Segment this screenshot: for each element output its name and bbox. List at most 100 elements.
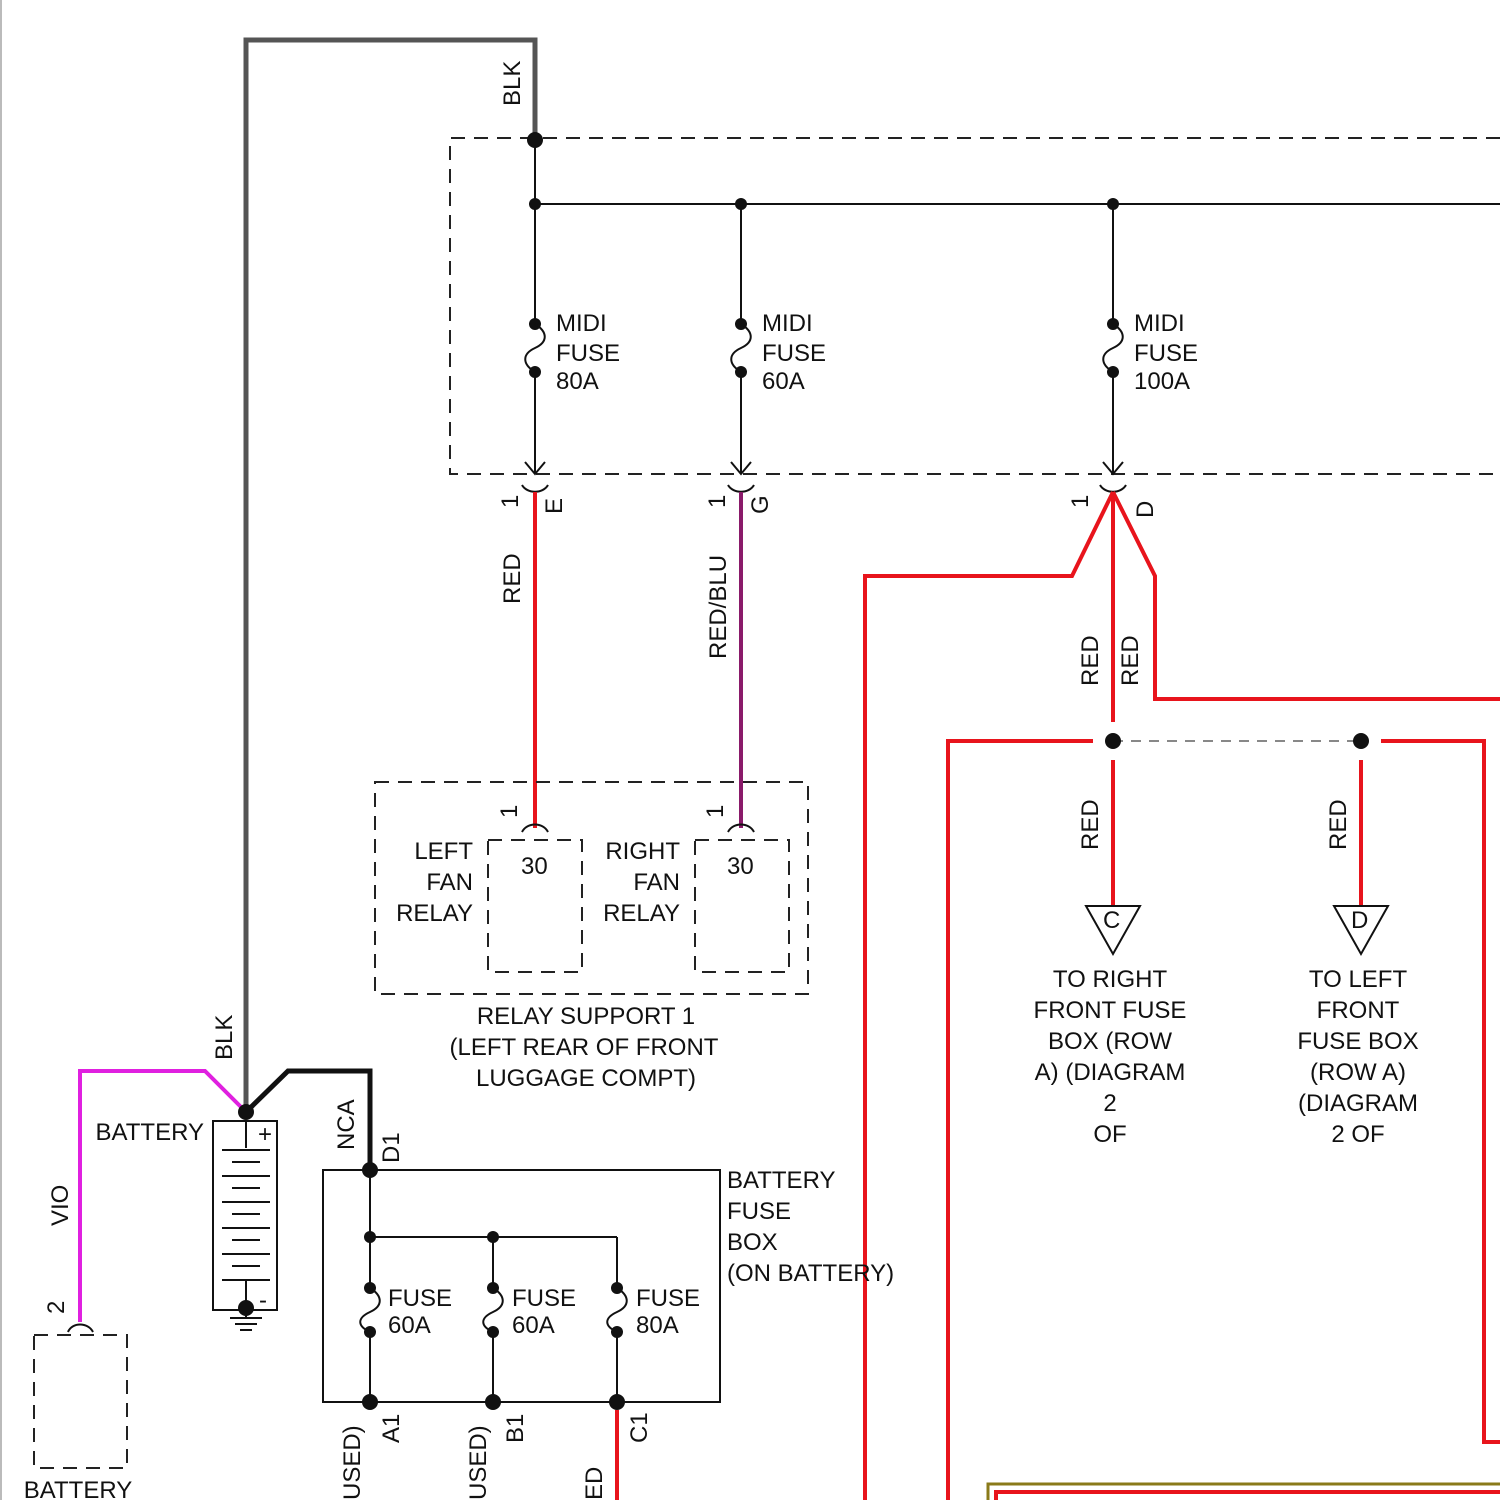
relay-label-line: RELAY (396, 900, 473, 927)
battery-fuse-60a-2: FUSE 60A (483, 1237, 576, 1402)
splice-dot (1105, 733, 1121, 749)
relay-support-label: (LEFT REAR OF FRONT (450, 1034, 719, 1061)
wire-vio (80, 1071, 246, 1322)
midi-fuse-100a: MIDI FUSE 100A (1100, 204, 1198, 492)
wire-blk-main (246, 40, 535, 1112)
battery-fuse-box-label: BOX (727, 1229, 778, 1256)
battery-minus: - (259, 1287, 267, 1314)
connector-text-line: 2 OF (1331, 1121, 1384, 1148)
fuse-label-line: 80A (556, 368, 599, 395)
wire-label-red: RED (1077, 799, 1104, 850)
fuse-label-line: MIDI (1134, 310, 1185, 337)
midi-fuse-80a: MIDI FUSE 80A (522, 204, 620, 492)
connector-text-line: 2 (1103, 1090, 1116, 1117)
fuse-label-line: FUSE (512, 1285, 576, 1312)
wire-label-blk-bottom: BLK (211, 1015, 238, 1060)
cut-label: USED) (465, 1425, 492, 1500)
terminal-a1 (362, 1394, 378, 1410)
connector-d: D TO LEFT FRONT FUSE BOX (ROW A) (DIAGRA… (1297, 906, 1418, 1148)
relay-label-line: FAN (633, 869, 680, 896)
fuse-label-line: FUSE (388, 1285, 452, 1312)
fuse-label-line: MIDI (762, 310, 813, 337)
fuse-label-line: 100A (1134, 368, 1190, 395)
connector-c: C TO RIGHT FRONT FUSE BOX (ROW A) (DIAGR… (1034, 906, 1187, 1148)
fuse-label-line: FUSE (636, 1285, 700, 1312)
relay-label-line: RIGHT (605, 838, 680, 865)
pin-label: G (747, 495, 774, 514)
relay-support-label: LUGGAGE COMPT) (476, 1065, 696, 1092)
pin-label: 1 (704, 495, 731, 508)
terminal-c1 (609, 1394, 625, 1410)
pin-label: B1 (502, 1414, 529, 1443)
pin-label: E (541, 498, 568, 514)
relay-label-line: RELAY (603, 900, 680, 927)
wire-red-left-branch (865, 492, 1113, 1500)
cut-label: USED) (339, 1425, 366, 1500)
battery-fuse-80a: FUSE 80A (607, 1237, 700, 1402)
pin-label: 1 (1067, 495, 1094, 508)
fuse-label-line: 60A (762, 368, 805, 395)
battery-label: BATTERY (96, 1119, 204, 1146)
battery-fuse-box-label: FUSE (727, 1198, 791, 1225)
relay-pin-number: 1 (496, 805, 523, 818)
battery-fuse-box-label: (ON BATTERY) (727, 1260, 894, 1287)
midi-fuse-box-outline (450, 138, 1500, 474)
terminal-b1 (485, 1394, 501, 1410)
connector-letter: D (1351, 907, 1368, 934)
wire-label-blk-top: BLK (499, 61, 526, 106)
wire-label-red: RED (1077, 635, 1104, 686)
relay-support-label: RELAY SUPPORT 1 (477, 1003, 695, 1030)
battery-fuse-box-label: BATTERY (727, 1167, 835, 1194)
connector-text-line: FUSE BOX (1297, 1028, 1418, 1055)
pin-label: C1 (626, 1412, 653, 1443)
connector-text-line: (DIAGRAM (1298, 1090, 1418, 1117)
battery-plus: + (258, 1121, 272, 1148)
pin-label: 1 (497, 495, 524, 508)
battery-positive-node (238, 1104, 254, 1120)
battery-connector-label: BATTERY (24, 1477, 132, 1500)
pin-label: A1 (378, 1414, 405, 1443)
wire-label-red-blu: RED/BLU (705, 555, 732, 659)
battery-symbol: BATTERY + - (96, 1119, 277, 1330)
relay-terminal: 30 (521, 853, 548, 880)
battery-connector: 2 BATTERY (24, 1301, 132, 1500)
wire-label-vio: VIO (47, 1185, 74, 1226)
relay-label-line: FAN (426, 869, 473, 896)
wire-label-red: RED (499, 553, 526, 604)
pin-label: D1 (378, 1132, 405, 1163)
fuse-label-line: FUSE (1134, 340, 1198, 367)
wire-label-red: RED (1117, 635, 1144, 686)
connector-text-line: BOX (ROW (1048, 1028, 1172, 1055)
battery-fuse-60a-1: FUSE 60A (360, 1237, 452, 1402)
connector-letter: C (1103, 907, 1120, 934)
fuse-label-line: 60A (512, 1312, 555, 1339)
cut-label: ED (581, 1467, 608, 1500)
fuse-label-line: FUSE (556, 340, 620, 367)
midi-fuse-60a: MIDI FUSE 60A (728, 204, 826, 492)
wire-red-outer-left (948, 741, 1093, 1500)
connector-text-line: FRONT (1317, 997, 1400, 1024)
connector-text-line: TO LEFT (1309, 966, 1408, 993)
connector-pin: 2 (43, 1301, 70, 1314)
relay-terminal: 30 (727, 853, 754, 880)
connector-text-line: A) (DIAGRAM (1035, 1059, 1186, 1086)
fuse-label-line: MIDI (556, 310, 607, 337)
connector-text-line: (ROW A) (1310, 1059, 1406, 1086)
left-fan-relay: 1 30 LEFT FAN RELAY (396, 805, 582, 972)
fuse-label-line: 80A (636, 1312, 679, 1339)
fuse-label-line: 60A (388, 1312, 431, 1339)
relay-pin-number: 1 (702, 805, 729, 818)
connector-text-line: FRONT FUSE (1034, 997, 1187, 1024)
pin-label: D (1132, 501, 1159, 518)
wire-red-right-branch (1113, 492, 1500, 699)
fuse-label-line: FUSE (762, 340, 826, 367)
wire-label-nca: NCA (333, 1099, 360, 1150)
connector-text-line: TO RIGHT (1053, 966, 1168, 993)
wire-label-red: RED (1325, 799, 1352, 850)
connector-text-line: OF (1093, 1121, 1126, 1148)
splice-dot (1353, 733, 1369, 749)
lower-box-edge-red (996, 1492, 1500, 1500)
relay-label-line: LEFT (414, 838, 473, 865)
right-fan-relay: 1 30 RIGHT FAN RELAY (603, 805, 789, 972)
